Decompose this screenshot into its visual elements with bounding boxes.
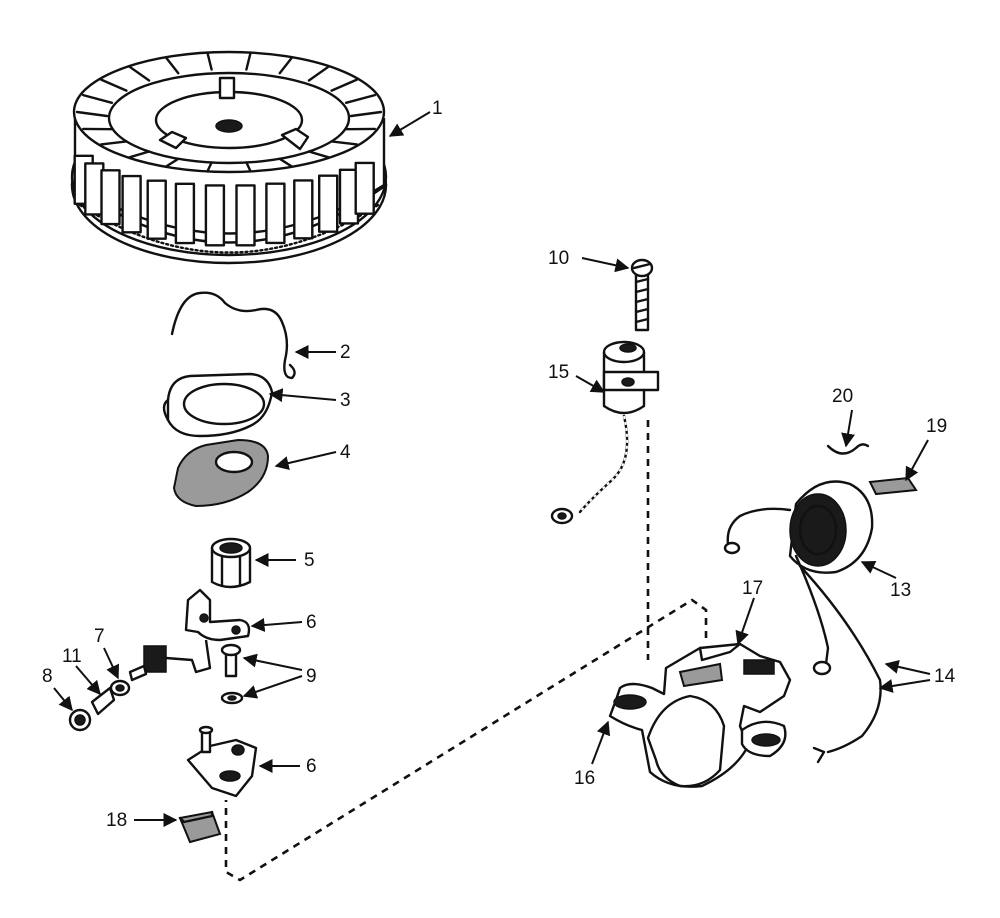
screw-washer-part [220,643,244,705]
assembly-lines [224,420,708,882]
contact-spring-part [68,645,167,732]
callout-16: 16 [574,768,595,789]
flywheel-fin [100,169,121,226]
callout-13: 13 [890,580,911,601]
flywheel-fin [318,174,339,233]
flywheel-fin [293,179,314,240]
callout-3: 3 [340,390,351,411]
bushing-part [210,537,252,589]
callout-7: 7 [94,626,105,647]
gasket-part [172,438,270,508]
flywheel-fin [121,174,142,234]
flywheel-top-fin [99,140,128,146]
flywheel-fin [265,182,286,245]
flywheel-fin [204,184,226,247]
flywheel-top-fin [330,140,359,146]
flywheel-top-fin [278,56,294,75]
callout-1: 1 [432,98,443,119]
flywheel-top-fin [330,78,359,92]
flywheel-top-fin [81,93,114,105]
flywheel-top-fin [128,65,151,82]
flywheel-top-fin [245,161,252,173]
flywheel-top-fin [164,157,180,168]
callout-11: 11 [62,646,82,667]
flywheel-top-fin [307,150,330,159]
flywheel-top-fin [278,157,294,168]
flywheel-top-fin [75,110,109,118]
callout-4: 4 [340,442,351,463]
flywheel-top-fin [245,51,252,71]
spring-clip-part [170,291,296,380]
callout-10: 10 [548,248,569,269]
callout-6-upper: 6 [306,612,317,633]
callout-20: 20 [832,386,853,407]
flywheel-top-fin [307,65,330,82]
flywheel-top-fin [99,78,128,92]
callout-labels: 1 2 3 4 5 6 6 7 8 9 10 11 13 14 15 16 17… [42,98,956,831]
callout-18: 18 [106,810,127,831]
ignition-coil-part [723,480,882,764]
callout-9: 9 [306,666,317,687]
callout-5: 5 [304,550,315,571]
condenser-part [550,340,660,525]
flywheel-fin [146,179,167,240]
callout-14: 14 [934,666,956,687]
flywheel-top-fin [128,150,151,159]
breaker-housing-part [608,642,792,788]
callout-6-lower: 6 [306,756,317,777]
breaker-base-part [186,725,258,798]
callout-8: 8 [42,666,53,687]
flywheel-part [70,50,388,265]
flywheel-top-fin [349,110,383,118]
flywheel-top-fin [206,51,213,71]
flywheel-fin [235,184,256,247]
callout-17: 17 [742,578,763,599]
flywheel-top-fin [164,56,180,75]
coil-screw-part [630,258,654,332]
callout-2: 2 [340,342,351,363]
callout-19: 19 [926,416,947,437]
callout-15: 15 [548,362,569,383]
wire-clip-part [826,443,870,455]
flywheel-top-fin [344,93,376,105]
cover-part [162,372,274,438]
flywheel-top-fin [206,161,213,173]
flywheel-fin [174,182,196,245]
plate-part [868,476,918,496]
leader-lines [53,111,931,827]
felt-pad-part [178,810,222,844]
flywheel-fin [354,161,375,215]
